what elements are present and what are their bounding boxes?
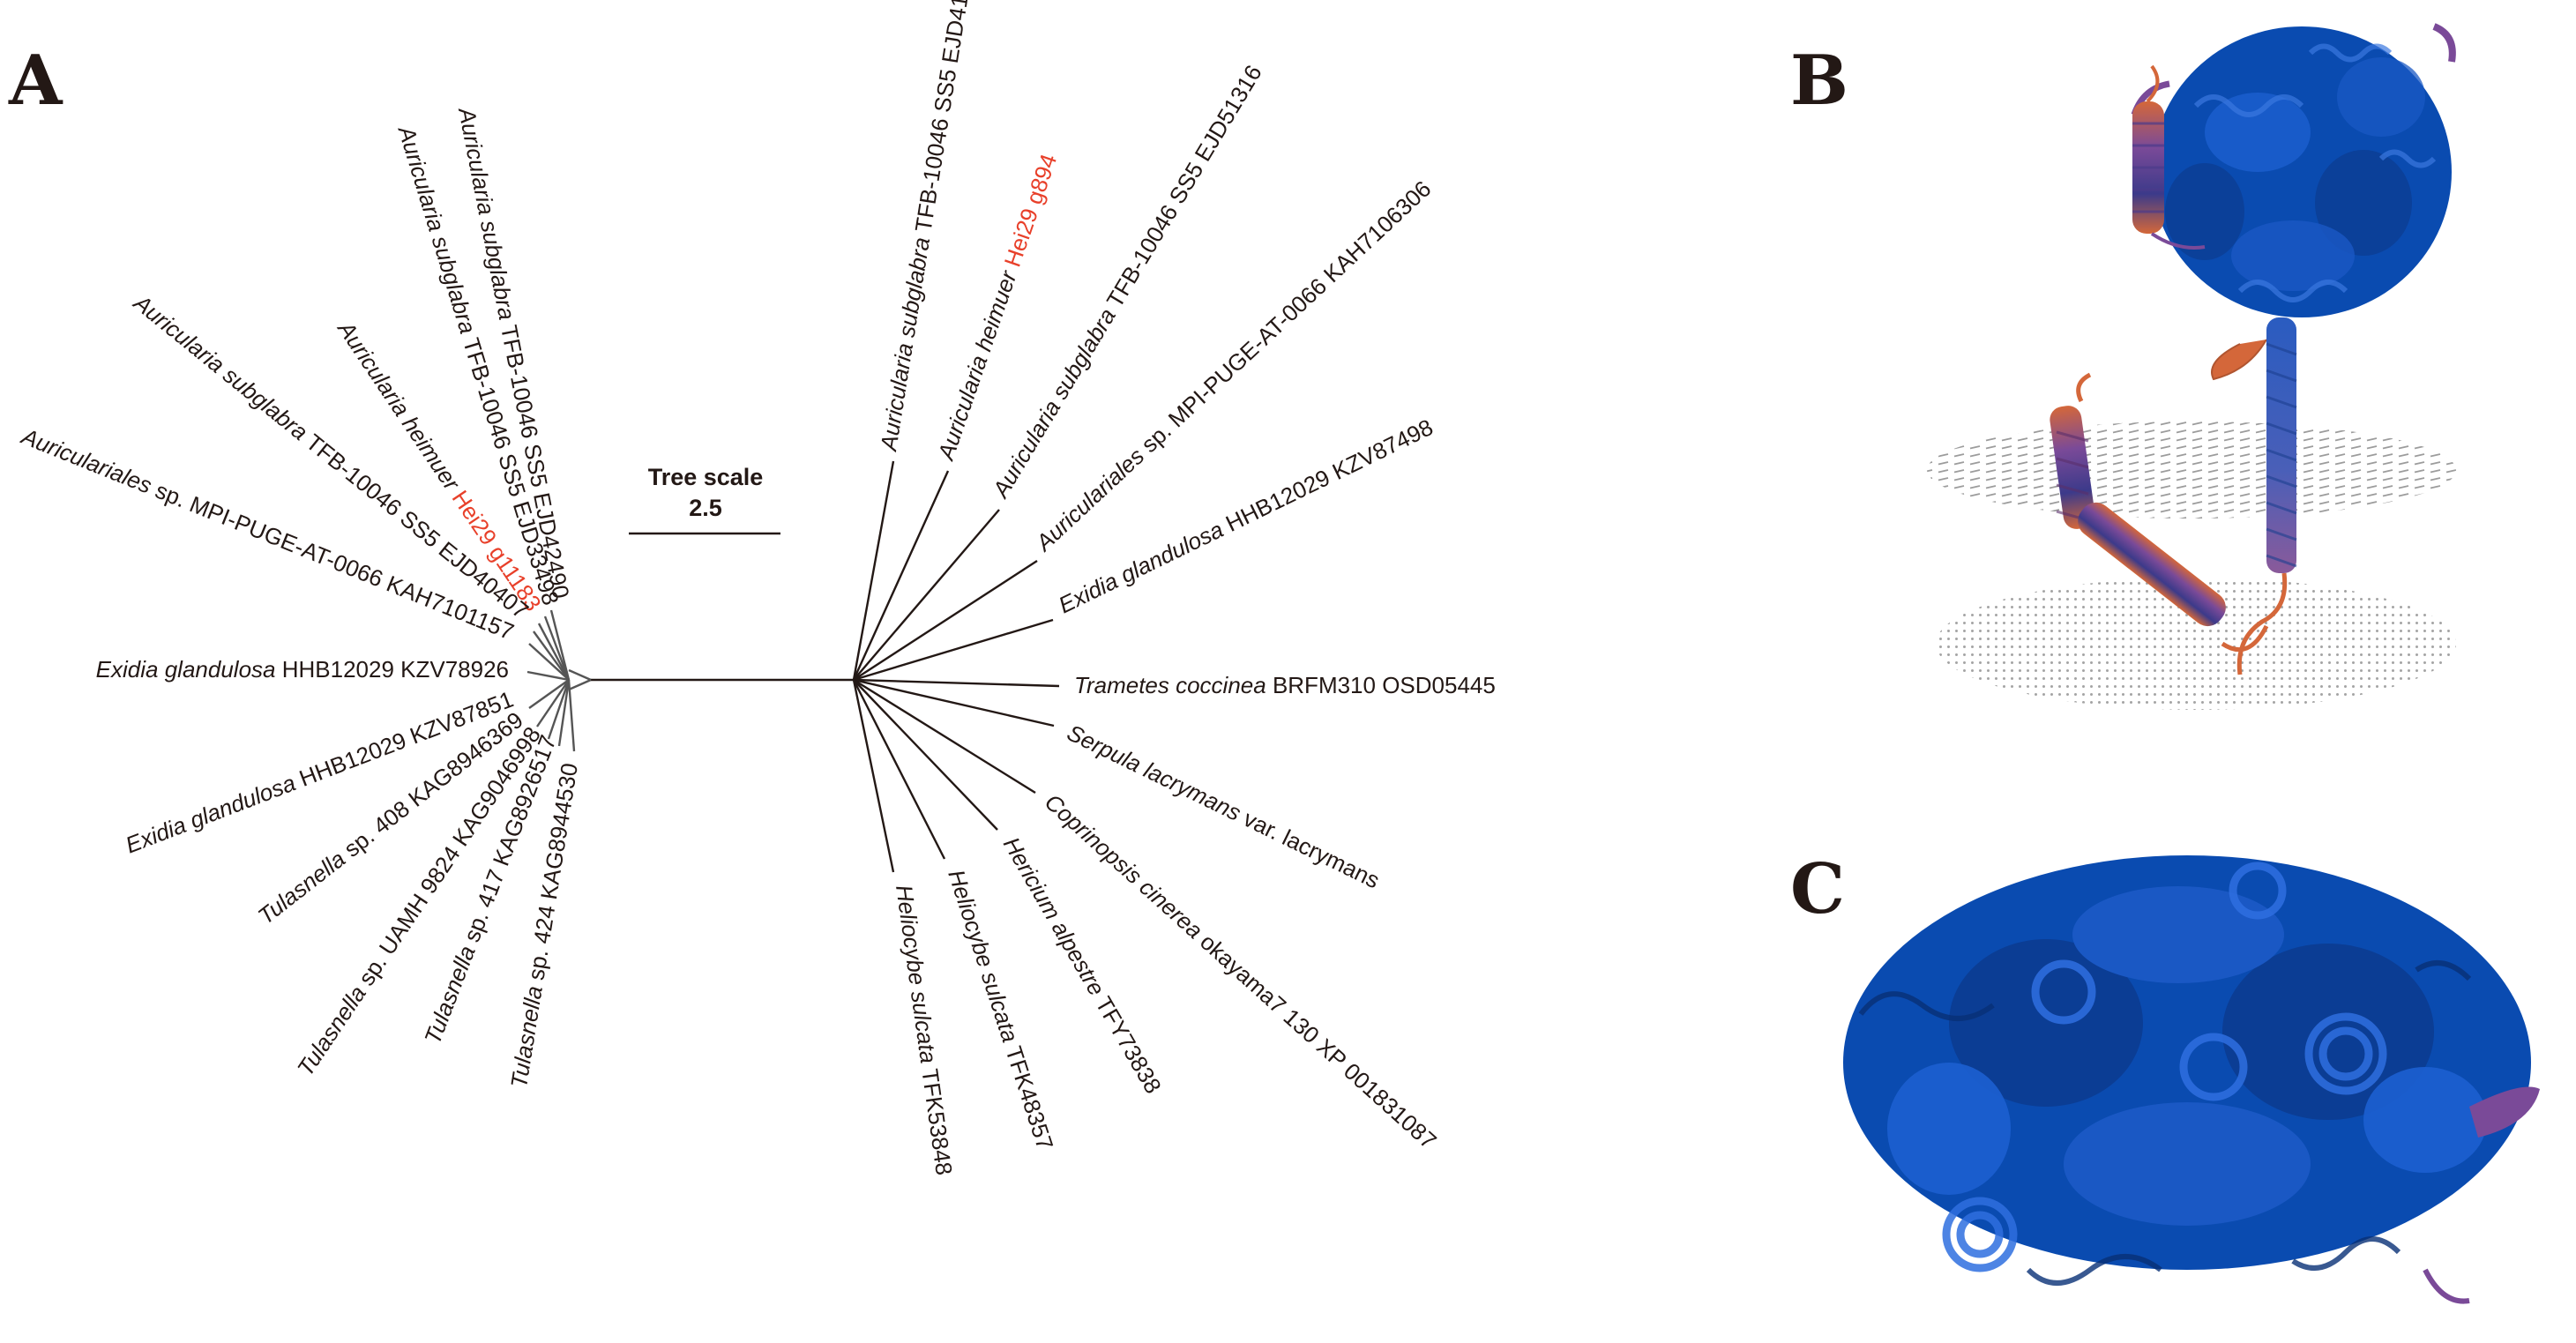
right-branch-1 (852, 460, 895, 681)
left-stem-upper (568, 668, 592, 682)
left-leaf-label-11-species: Tulasnella (505, 984, 548, 1090)
right-branch-11 (852, 679, 895, 873)
panel-c: C (1790, 849, 2540, 1304)
right-leaf-label-11-species: Heliocybe sulcata (891, 884, 942, 1065)
protein-n-terminal-helix (2132, 64, 2206, 250)
right-leaf-label-7-rest: var. lacrymans (1234, 802, 1384, 894)
right-leaf-label-3-rest: TFB-10046 SS5 EJD51316 (1098, 60, 1266, 317)
right-leaf-label-4-species: Auriculariales (1029, 443, 1149, 557)
panel-a-letter: A (8, 41, 63, 121)
protein-amphipathic-helix (2078, 502, 2269, 653)
protein-top-view (1843, 855, 2540, 1304)
left-branch-10 (557, 679, 571, 747)
left-leaf-label-5-species: Auriculariales (17, 422, 156, 499)
right-leaf-label-6: Trametes coccinea BRFM310 OSD05445 (1074, 672, 1496, 698)
membrane-lower (1936, 578, 2456, 710)
panel-b-letter: B (1790, 41, 1848, 121)
right-branches (852, 460, 1060, 873)
right-branch-9 (853, 679, 998, 831)
tree-scale: Tree scale 2.5 (629, 464, 780, 535)
protein-tm-helix-left (2050, 372, 2095, 529)
right-leaf-label-9-rest: TFY73838 (1087, 987, 1167, 1098)
left-branch-4 (533, 630, 570, 681)
tree-scale-title: Tree scale (648, 464, 764, 490)
left-branch-8 (536, 679, 570, 727)
left-leaf-label-7-species: Exidia glandulosa (122, 769, 299, 858)
right-branch-2 (852, 470, 950, 681)
right-leaf-label-2-species: Auricularia heimuer (932, 266, 1022, 465)
right-branch-10 (852, 679, 946, 860)
right-leaf-label-1-species: Auricularia subglabra (875, 235, 935, 454)
left-leaf-label-6: Exidia glandulosa HHB12029 KZV78926 (96, 656, 509, 683)
panel-c-letter: C (1790, 849, 1845, 929)
right-branch-5 (853, 618, 1054, 682)
protein-orange-strand (2211, 339, 2267, 381)
right-leaf-label-9-species: Hericium alpestre (998, 832, 1110, 1000)
right-leaf-label-2-gene-id: Hei29 g894 (999, 151, 1063, 271)
right-leaf-label-8-rest: okayama7 130 XP 001831087 (1191, 924, 1442, 1154)
left-leaf-label-9-species: Tulasnella (292, 981, 371, 1080)
left-branch-3 (537, 623, 571, 681)
right-branch-3 (853, 509, 1000, 681)
right-branch-8 (853, 678, 1036, 795)
left-branch-2 (543, 616, 571, 681)
right-leaf-label-1-rest: TFB-10046 SS5 EJD4143 (909, 0, 978, 240)
protein-globular-domain (2131, 23, 2456, 317)
left-branches (526, 609, 576, 752)
right-leaf-label-3: Auricularia subglabra TFB-10046 SS5 EJD5… (986, 60, 1266, 503)
protein-tm-helix-right (2236, 317, 2297, 675)
left-branch-9 (547, 679, 571, 740)
left-leaf-label-6-species: Exidia glandulosa (96, 656, 276, 683)
right-leaf-label-6-species: Trametes coccinea (1074, 672, 1266, 698)
protein-purple-tail (2469, 1086, 2540, 1138)
left-stem-lower (568, 678, 592, 691)
right-leaf-label-10-species: Heliocybe sulcata (943, 867, 1024, 1046)
right-leaf-label-11-rest: TFK53848 (915, 1061, 958, 1176)
right-branch-7 (853, 678, 1055, 727)
panel-b: B (1790, 23, 2456, 710)
tree-scale-value: 2.5 (689, 495, 722, 521)
left-branch-11 (567, 679, 576, 752)
panel-a: A Tree scale 2.5 Auricularia subglabra T… (8, 0, 1496, 1177)
right-leaf-label-11: Heliocybe sulcata TFK53848 (891, 884, 958, 1177)
left-branch-7 (528, 679, 570, 709)
right-leaf-label-5: Exidia glandulosa HHB12029 KZV87498 (1054, 414, 1437, 618)
right-labels: Auricularia subglabra TFB-10046 SS5 EJD4… (875, 0, 1496, 1177)
right-leaf-label-7-species: Serpula lacrymans (1063, 719, 1245, 825)
left-leaf-label-10-species: Tulasnella (419, 942, 481, 1048)
left-leaf-label-6-rest: HHB12029 KZV78926 (275, 656, 509, 683)
membrane-upper (1927, 422, 2456, 519)
left-labels: Auricularia subglabra TFB-10046 SS5 EJD4… (17, 104, 583, 1090)
right-branch-6 (853, 678, 1060, 688)
right-leaf-label-6-rest: BRFM310 OSD05445 (1266, 672, 1496, 698)
left-branch-5 (528, 643, 570, 681)
right-branch-4 (853, 559, 1038, 682)
left-branch-6 (526, 670, 570, 682)
left-branch-1 (549, 609, 571, 681)
right-leaf-label-5-rest: HHB12029 KZV87498 (1216, 414, 1437, 540)
left-leaf-label-8-species: Tulasnella (253, 846, 350, 929)
left-leaf-label-4-species: Auricularia subglabra (128, 288, 313, 445)
right-leaf-label-10-rest: TFK48357 (998, 1037, 1058, 1153)
right-leaf-label-5-species: Exidia glandulosa (1054, 516, 1227, 618)
